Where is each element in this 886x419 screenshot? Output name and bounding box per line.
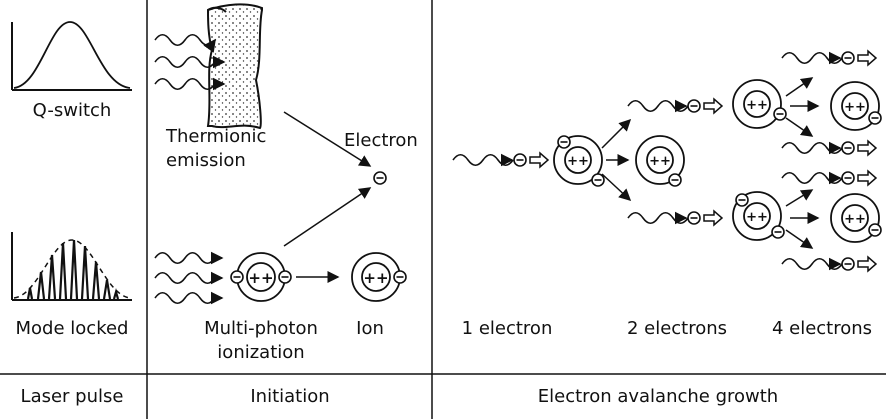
electron-label: Electron bbox=[344, 130, 418, 151]
one-electron-label: 1 electron bbox=[462, 318, 553, 339]
avalanche-stage-2 bbox=[628, 99, 722, 225]
four-electrons-label: 4 electrons bbox=[772, 318, 872, 339]
multiphoton-label-line2: ionization bbox=[217, 342, 304, 363]
svg-text:++: ++ bbox=[248, 269, 273, 287]
ion-label: Ion bbox=[356, 318, 384, 339]
emitted-electron-icon bbox=[374, 172, 386, 184]
qswitch-pulse-plot bbox=[12, 22, 132, 90]
modelocked-label: Mode locked bbox=[16, 318, 129, 339]
multiphoton-atom-icon: ++ bbox=[231, 253, 291, 301]
multiphoton-to-electron-arrow bbox=[284, 188, 370, 246]
initiation-footer: Initiation bbox=[250, 386, 329, 407]
avalanche-footer: Electron avalanche growth bbox=[538, 386, 778, 407]
multiphoton-photon-waves bbox=[155, 253, 222, 304]
thermionic-label-line2: emission bbox=[166, 150, 246, 171]
thermionic-emitter bbox=[208, 4, 262, 128]
two-electrons-label: 2 electrons bbox=[627, 318, 727, 339]
ion-icon: ++ bbox=[352, 253, 406, 301]
thermionic-label-line1: Thermionic bbox=[166, 126, 266, 147]
modelocked-pulse-plot bbox=[12, 232, 132, 300]
multiphoton-label-line1: Multi-photon bbox=[204, 318, 318, 339]
avalanche-branch-arrows bbox=[786, 78, 818, 248]
svg-text:++: ++ bbox=[363, 269, 388, 287]
laser-pulse-footer: Laser pulse bbox=[21, 386, 124, 407]
avalanche-stage-3-atoms bbox=[733, 80, 786, 240]
avalanche-stage-1 bbox=[453, 136, 604, 186]
qswitch-label: Q-switch bbox=[33, 100, 112, 121]
